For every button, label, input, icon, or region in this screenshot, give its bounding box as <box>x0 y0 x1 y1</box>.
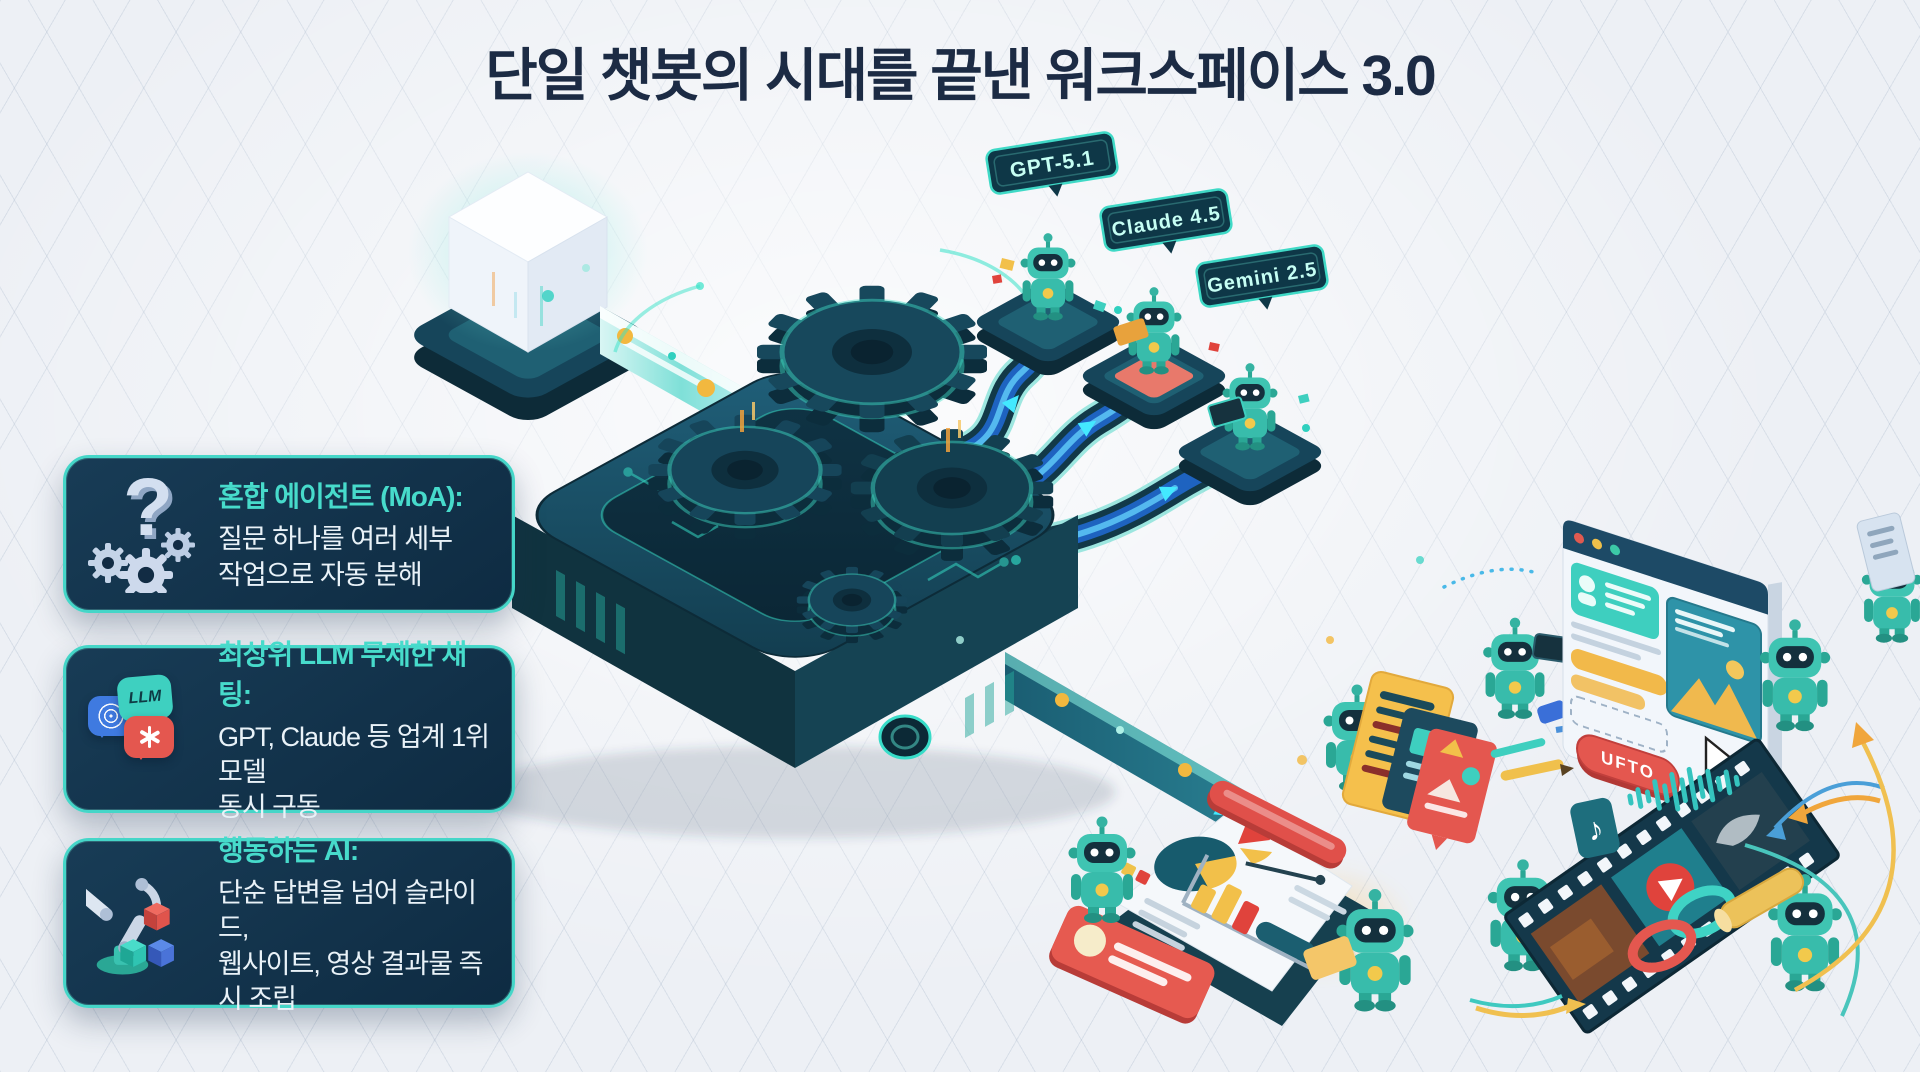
feature-heading: 행동하는 AI: <box>218 835 359 867</box>
browser-header <box>1563 520 1768 615</box>
llm-bubble-text: LLM <box>127 687 163 708</box>
output-conveyor <box>1005 652 1268 852</box>
slide-text-lines-right <box>1288 885 1347 921</box>
starburst-icon <box>137 725 161 749</box>
feature-body-line: 웹사이트, 영상 결과물 즉시 조립 <box>218 948 483 1014</box>
svg-text:?: ? <box>123 475 173 553</box>
pie-chart-graphic <box>1154 824 1272 892</box>
page-title: 단일 챗봇의 시대를 끝낸 워크스페이스 3.0 <box>485 44 1436 108</box>
slide-text-lines-left <box>1132 898 1201 951</box>
feature-heading: 최상위 LLM 무제한 채팅: <box>218 638 467 710</box>
yellow-banner-small <box>1571 674 1645 710</box>
llm-bubble-icon: LLM <box>116 673 174 723</box>
question-gears-icon: ? ? <box>86 462 204 602</box>
particles <box>542 264 1424 765</box>
yellow-banner <box>1571 649 1667 696</box>
website-mockup: UFTO <box>1562 512 1920 821</box>
audio-waveform <box>1627 766 1740 812</box>
feature-body-line: 질문 하나를 여러 세부 <box>218 524 453 555</box>
flow-arrows <box>1442 567 1896 1018</box>
model-label-gemini: Gemini 2.5 <box>1194 243 1332 321</box>
model-agents: GPT-5.1 Claude 4.5 Gemini 2.5 <box>970 130 1332 509</box>
film-strip <box>1504 738 1840 1034</box>
input-cube <box>408 152 648 353</box>
feature-card-acting-ai: 행동하는 AI: 단순 답변을 넘어 슬라이드, 웹사이트, 영상 결과물 즉시… <box>63 835 515 1014</box>
feature-heading: 혼합 에이전트 (MoA): <box>218 481 464 513</box>
ai-engine-machine <box>512 248 1078 768</box>
vent-slats-right <box>965 670 1014 738</box>
feature-card-moa: ? ? 혼합 에이전트 (MoA): 질문 하나를 여러 세부 작업으로 자동 … <box>63 455 515 613</box>
video-assembly-cluster: ♪ <box>1487 738 1842 1034</box>
model-label-claude: Claude 4.5 <box>1098 187 1236 265</box>
profile-card <box>1571 562 1659 640</box>
feature-body-line: 동시 구동 <box>218 792 321 823</box>
gemini-laptop <box>1207 396 1247 428</box>
claude-book <box>1113 318 1149 346</box>
presentation-banner <box>1207 780 1347 869</box>
robot-arm-icon <box>72 864 204 982</box>
slide-legend-chips <box>1121 862 1151 885</box>
feature-body-line: 작업으로 자동 분해 <box>218 559 423 590</box>
machine-shadow <box>475 746 1115 838</box>
svg-text:♪: ♪ <box>1584 810 1607 849</box>
chain-link-icon-red <box>1627 919 1697 973</box>
card-assembly-cluster <box>1323 617 1624 851</box>
dashed-placeholder <box>1570 695 1668 753</box>
text-line <box>1571 621 1661 656</box>
bar-chart-graphic <box>1181 854 1326 972</box>
feature-body-line: 단순 답변을 넘어 슬라이드, <box>218 878 477 944</box>
blue-spec-panel <box>1856 512 1916 592</box>
hero-image-placeholder <box>1666 596 1762 744</box>
feature-body-line: GPT, Claude 등 업계 1위 모델 <box>218 721 490 787</box>
red-ticket-card <box>1049 905 1215 1024</box>
red-media-card <box>1407 728 1497 851</box>
spark-bubble-icon <box>124 716 174 760</box>
glow-box <box>1303 936 1357 980</box>
yellow-roll <box>1714 867 1805 933</box>
music-note-icon: ♪ <box>1570 797 1620 859</box>
model-label-gpt: GPT-5.1 <box>984 130 1122 208</box>
traffic-light-dots <box>1574 532 1620 556</box>
claude-pad <box>1114 354 1194 398</box>
text-line <box>1571 633 1641 661</box>
vent-slats-left <box>556 570 625 655</box>
chat-bubbles-icon: LLM <box>86 670 204 788</box>
robot-briefcase <box>1483 617 1547 719</box>
floating-bits <box>992 258 1310 432</box>
power-port <box>878 714 932 760</box>
feature-card-llm-chat: LLM 최상위 LLM 무제한 채팅: GPT, Claude 등 업계 1위 … <box>63 639 515 822</box>
slide-mockup <box>1049 780 1415 1026</box>
